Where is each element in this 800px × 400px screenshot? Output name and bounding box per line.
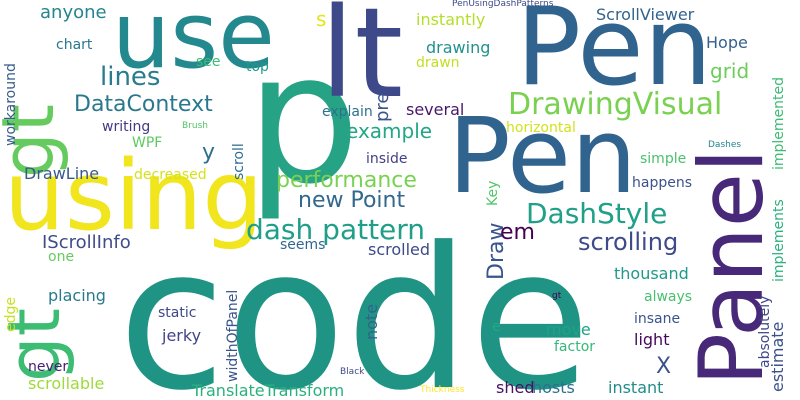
word-example: example — [346, 119, 433, 143]
word-never: never — [28, 359, 69, 375]
word-black: Black — [340, 367, 365, 377]
word-hosts: hosts — [532, 378, 575, 397]
word-thickness: Thickness — [420, 385, 465, 395]
word-pre: pre — [372, 92, 393, 122]
word-inside: inside — [366, 151, 408, 167]
word-pen-top: Pen — [516, 0, 713, 110]
word-brush: Brush — [182, 121, 208, 131]
word-implemented: implemented — [771, 76, 787, 170]
word-lt: lt — [320, 0, 404, 126]
word-dashes: Dashes — [708, 140, 742, 150]
word-pen-big: Pen — [448, 95, 637, 217]
word-widthofpanel: widthOfPanel — [225, 289, 241, 382]
word-drawingvisual: DrawingVisual — [508, 87, 723, 122]
word-thousand: thousand — [614, 264, 689, 283]
word-decreased: decreased — [134, 167, 207, 183]
word-dashstyle: DashStyle — [526, 197, 668, 230]
word-move: move — [546, 320, 591, 339]
word-implements: implements — [771, 199, 787, 282]
word-placing: placing — [48, 286, 106, 305]
word-scrollable: scrollable — [28, 374, 105, 393]
word-y: y — [202, 140, 216, 165]
word-em: em — [500, 220, 535, 245]
word-light: light — [634, 330, 670, 349]
word-s: s — [316, 7, 327, 31]
word-lines: lines — [100, 62, 161, 92]
word-scrolled: scrolled — [368, 240, 431, 259]
word-estimate: estimate — [768, 321, 787, 392]
word-code: code — [118, 206, 591, 400]
word-drawing: drawing — [426, 38, 491, 57]
word-insane: insane — [634, 311, 681, 327]
word-workaround: workaround — [3, 63, 19, 146]
word-drawline: DrawLine — [24, 164, 100, 183]
word-several: several — [406, 100, 465, 119]
word-horizontal: horizontal — [506, 120, 576, 136]
word-simple: simple — [640, 151, 687, 167]
word-gt-small: gt — [552, 291, 562, 301]
word-jerky: jerky — [162, 326, 202, 345]
word-static: static — [158, 305, 197, 321]
word-chart: chart — [56, 37, 93, 53]
word-using: using — [4, 140, 264, 252]
word-dash-pattern: dash pattern — [246, 213, 426, 246]
word-note: note — [362, 303, 381, 340]
word-datacontext: DataContext — [74, 92, 213, 117]
word-use: use — [112, 0, 275, 89]
word-factor: factor — [554, 339, 596, 355]
word-performance: performance — [276, 168, 417, 193]
word-one: one — [48, 249, 75, 265]
word-wpf: WPF — [132, 135, 163, 151]
word-instant: instant — [608, 378, 664, 397]
word-p: p — [246, 15, 361, 224]
word-iscrollinfo: IScrollInfo — [42, 232, 131, 253]
word-hope: Hope — [706, 33, 748, 52]
word-top: top — [246, 59, 269, 75]
word-pen-using: PenUsingDashPatterns — [452, 0, 554, 9]
word-e: e — [492, 319, 501, 335]
word-see: see — [196, 54, 221, 70]
word-edge: edge — [3, 297, 19, 332]
word-key: Key — [485, 180, 501, 206]
word-x: X — [656, 354, 672, 379]
word-new-point: new Point — [298, 188, 406, 213]
word-anyone: anyone — [40, 2, 107, 23]
word-scrollviewer: ScrollViewer — [596, 5, 695, 24]
word-explain: explain — [322, 104, 373, 120]
word-scrolling: scrolling — [578, 228, 679, 256]
word-scroll: scroll — [231, 143, 247, 180]
word-seems: seems — [280, 237, 326, 253]
word-drawn: drawn — [416, 55, 460, 71]
word-instantly: instantly — [416, 10, 486, 29]
word-writing: writing — [102, 119, 151, 135]
word-grid: grid — [710, 59, 750, 83]
word-happens: happens — [632, 175, 693, 191]
word-translatetransform: TranslateTransform — [192, 381, 345, 400]
word-shed: shed — [496, 378, 535, 397]
word-always: always — [644, 289, 693, 305]
